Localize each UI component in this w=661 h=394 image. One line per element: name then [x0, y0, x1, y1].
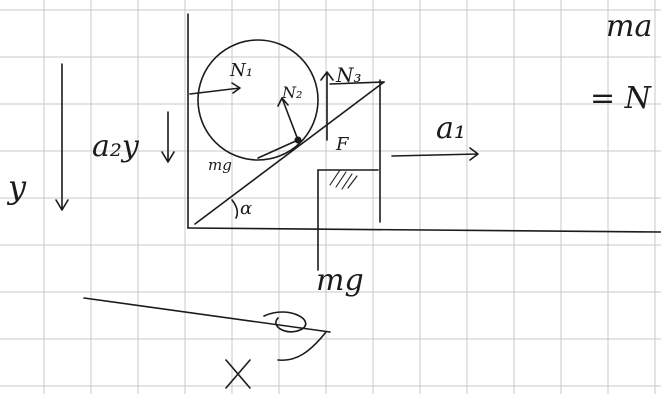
hatching-marks: [329, 169, 358, 190]
mg-small-arrow: [257, 139, 299, 159]
y-axis-arrow: [55, 63, 69, 211]
n2-arrow: [277, 97, 299, 141]
x-axis-line: [83, 297, 331, 333]
n3-arrow: [320, 71, 334, 141]
alpha-arc: [231, 199, 239, 219]
x-axis-loop: [263, 311, 307, 333]
n2-label: N₂: [281, 83, 302, 102]
x-cross-mark: [225, 359, 251, 389]
n1-arrow: [189, 82, 241, 95]
top-right-line2: = N: [590, 81, 653, 116]
alpha-label: α: [240, 198, 252, 219]
ball-circle: [197, 39, 319, 161]
mg-bottom-label: mg: [316, 263, 364, 298]
a2y-arrow: [161, 111, 175, 163]
block-drawing: [55, 13, 661, 389]
y-axis-label: y: [6, 168, 27, 206]
incline-top: [329, 81, 385, 85]
labels: y a₂y a₁ N₁ N₂ N₃ mg mg α F ma = N: [6, 9, 653, 298]
x-axis-curve: [277, 331, 327, 361]
incline-line: [194, 81, 385, 225]
ground-line: [187, 227, 661, 233]
n1-label: N₁: [229, 60, 253, 81]
a1-label: a₁: [436, 111, 466, 146]
n3-label: N₃: [335, 63, 362, 87]
a1-arrow: [391, 147, 479, 161]
a2y-label: a₂y: [92, 129, 140, 164]
f-label: F: [335, 134, 350, 155]
mg-small-label: mg: [208, 156, 232, 174]
top-right-line1: ma: [606, 9, 652, 44]
